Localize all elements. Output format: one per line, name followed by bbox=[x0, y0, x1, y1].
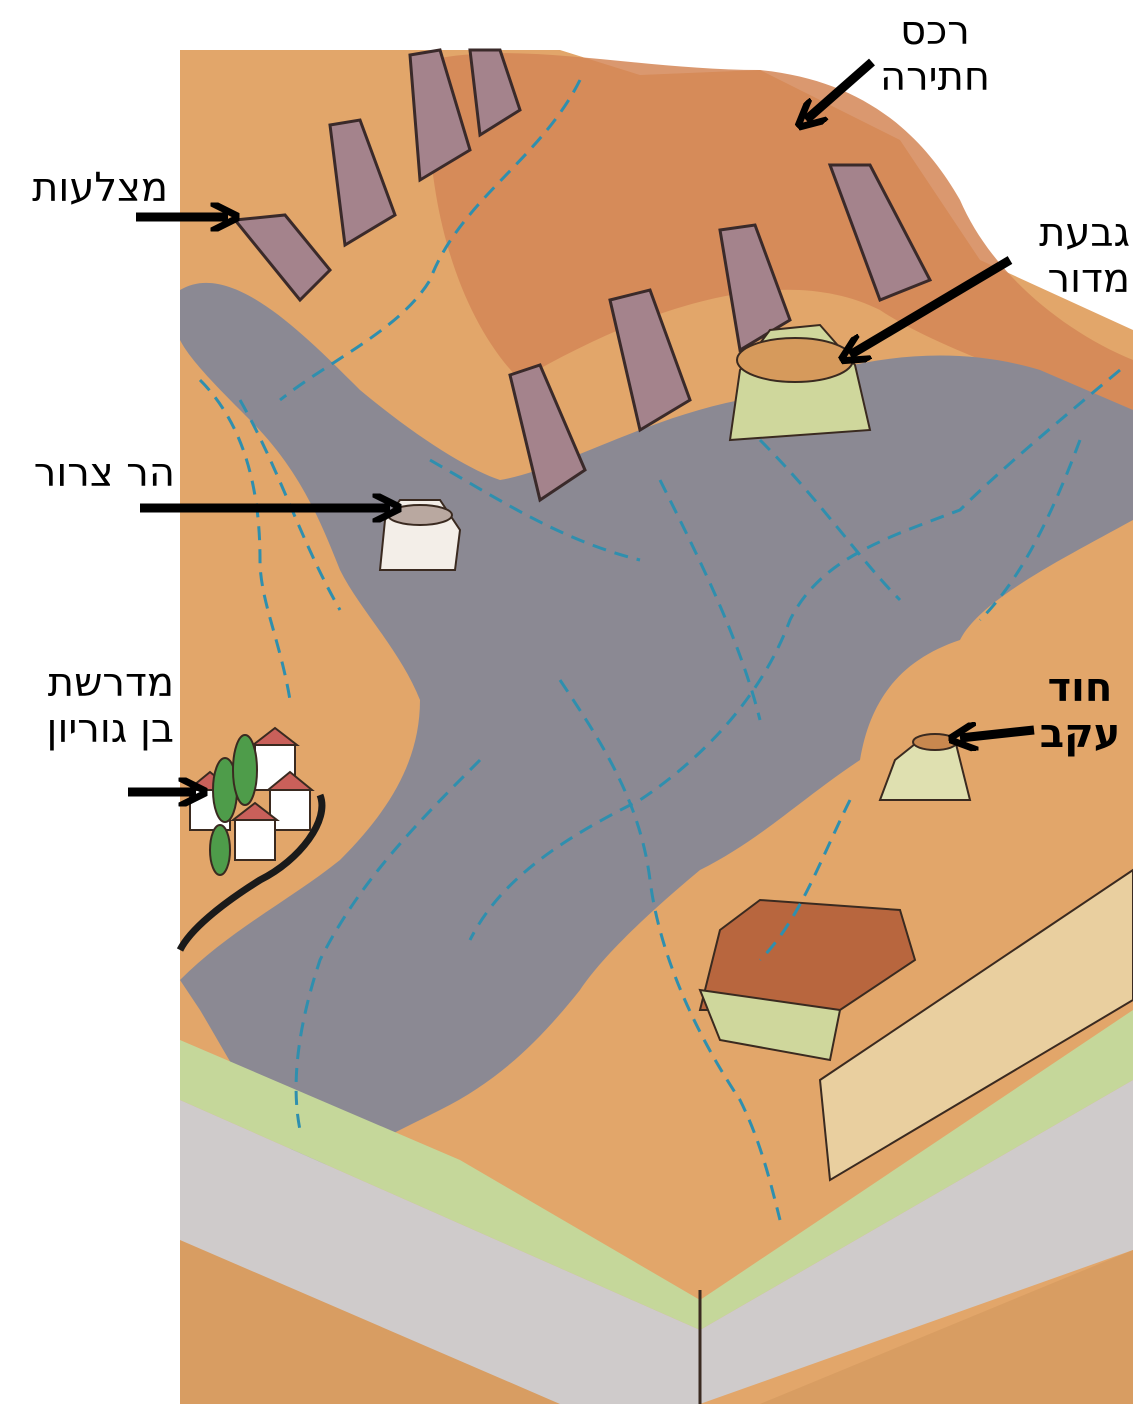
label-mitzlaot: מצלעות bbox=[8, 165, 168, 211]
label-mitzlaot-line1: מצלעות bbox=[8, 165, 168, 211]
har-tzror-hill bbox=[380, 500, 460, 570]
label-givat-madur: גבעת מדור bbox=[1010, 210, 1130, 302]
label-har-tzror-line1: הר צרור bbox=[10, 450, 175, 496]
label-hod-akev: חוד עקב bbox=[1030, 665, 1130, 757]
label-reches-hatira: רכס חתירה bbox=[860, 8, 1010, 100]
label-midreshet-line2: בן גוריון bbox=[4, 706, 174, 752]
label-har-tzror: הר צרור bbox=[10, 450, 175, 496]
label-hod-akev-line2: עקב bbox=[1030, 711, 1130, 757]
label-midreshet: מדרשת בן גוריון bbox=[4, 660, 174, 752]
label-givat-madur-line2: מדור bbox=[1010, 256, 1130, 302]
label-midreshet-line1: מדרשת bbox=[4, 660, 174, 706]
label-givat-madur-line1: גבעת bbox=[1010, 210, 1130, 256]
label-reches-hatira-line2: חתירה bbox=[860, 54, 1010, 100]
label-reches-hatira-line1: רכס bbox=[860, 8, 1010, 54]
label-hod-akev-line1: חוד bbox=[1030, 665, 1130, 711]
